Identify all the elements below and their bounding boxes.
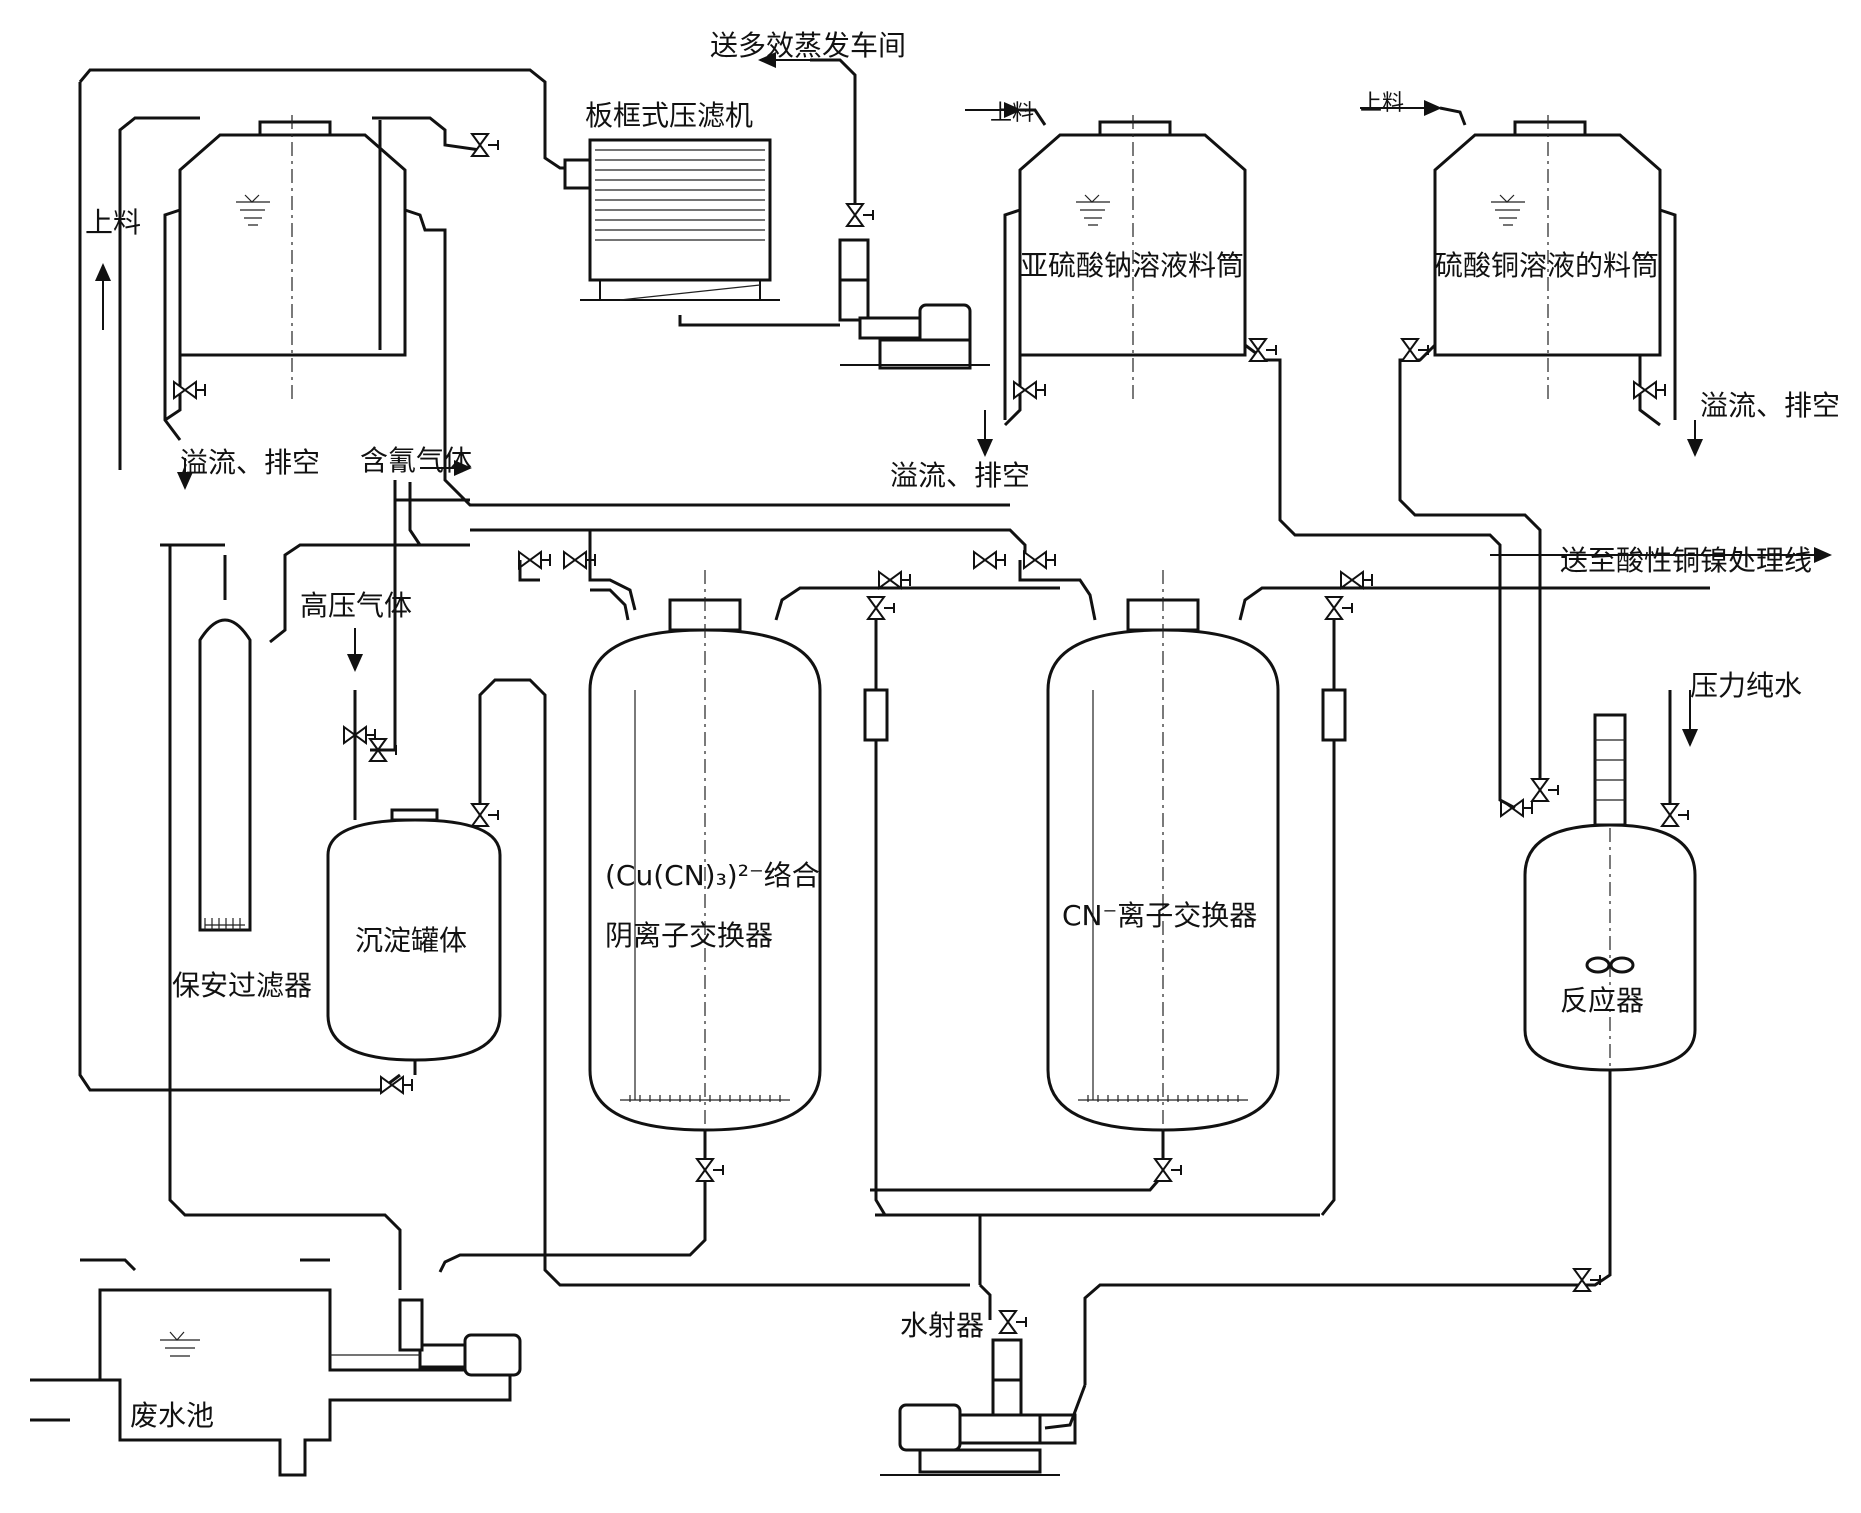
wastewater-pool xyxy=(30,1258,512,1477)
agitator-motor xyxy=(1593,713,1627,827)
overflow-mid-label: 溢流、排空 xyxy=(890,459,1030,492)
cyanide-gas-label: 含氰气体 xyxy=(360,444,472,477)
copper-sulfate-tank xyxy=(1433,115,1662,400)
water-ejector xyxy=(978,1283,1027,1417)
feed-mid-label: 上料 xyxy=(990,101,1034,126)
to-evaporation-label: 送多效蒸发车间 xyxy=(710,29,906,62)
flowmeter-right xyxy=(1321,688,1347,742)
ejector-pump xyxy=(880,1403,1077,1476)
complex-exchanger-label-2: 阴离子交换器 xyxy=(605,919,773,952)
top-left-tank xyxy=(178,115,407,400)
reactor xyxy=(1523,713,1697,1080)
cn-exchanger-label: CN⁻离子交换器 xyxy=(1062,899,1257,932)
sulfite-tank xyxy=(1018,115,1247,400)
filter-press-label: 板框式压滤机 xyxy=(585,99,753,132)
pressure-pure-water-label: 压力纯水 xyxy=(1690,669,1802,702)
security-filter xyxy=(198,555,252,932)
cn-ion-exchanger xyxy=(1046,570,1280,1160)
settling-tank-label: 沉淀罐体 xyxy=(355,924,467,957)
overflow-left-label: 溢流、排空 xyxy=(180,446,320,479)
settling-tank xyxy=(326,808,502,1062)
flowmeter-left xyxy=(863,688,889,742)
water-ejector-label: 水射器 xyxy=(900,1309,984,1342)
high-pressure-gas-label: 高压气体 xyxy=(300,589,412,622)
complex-exchanger-label-1: (Cu(CN)₃)²⁻络合 xyxy=(605,859,820,892)
feed-right-label: 上料 xyxy=(1360,91,1404,116)
filter-press-pump xyxy=(790,238,990,370)
security-filter-label: 保安过滤器 xyxy=(172,969,312,1002)
filter-press xyxy=(563,138,780,301)
wastewater-pool-label: 废水池 xyxy=(130,1399,214,1432)
to-acid-line-label: 送至酸性铜镍处理线 xyxy=(1560,544,1812,577)
sulfite-tank-label: 亚硫酸钠溶液料筒 xyxy=(1020,249,1244,282)
feed-left-label: 上料 xyxy=(85,206,141,239)
pool-pump xyxy=(330,1298,522,1377)
complex-anion-exchanger xyxy=(588,570,822,1160)
copper-sulfate-tank-label: 硫酸铜溶液的料筒 xyxy=(1435,249,1659,282)
overflow-right-label: 溢流、排空 xyxy=(1700,389,1840,422)
reactor-label: 反应器 xyxy=(1560,984,1644,1017)
